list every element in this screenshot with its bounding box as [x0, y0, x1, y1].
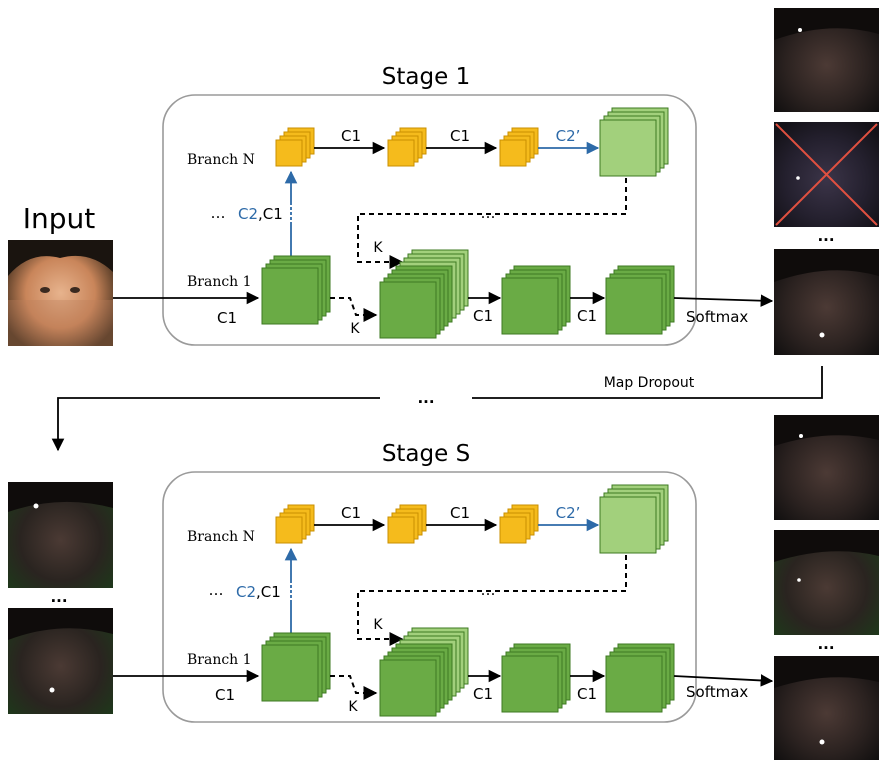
- concat-block: [379, 249, 469, 339]
- softmax-label: Softmax: [686, 308, 748, 326]
- stage-1-output-map-1: [774, 8, 879, 112]
- stage-s-input-map-1: [8, 482, 113, 588]
- map-dropout-label: Map Dropout: [604, 375, 695, 391]
- label-c1: C1: [450, 127, 470, 145]
- conv-block-b: [605, 643, 675, 713]
- input-label: Input: [23, 202, 96, 235]
- branch-n-block-1: [275, 504, 315, 544]
- stage-s-output-map-n: [774, 656, 879, 760]
- stage-s-input-ellipsis: ...: [50, 588, 67, 606]
- label-k: K: [373, 617, 383, 633]
- dropout-cross-line: [775, 123, 878, 226]
- stage-s-content: C1 C1 C2’ Branch N Branch 1 … C2 ,C1 C1 …: [113, 484, 774, 717]
- label-c2-prime: C2’: [556, 504, 581, 522]
- label-c1: C1: [473, 685, 493, 703]
- concat-block: [379, 627, 469, 717]
- branch-ellipsis: …: [211, 204, 226, 222]
- stage-s-output-ellipsis: ...: [817, 635, 834, 653]
- dashed-k-arrow: [330, 297, 378, 322]
- return-ellipsis: …: [481, 581, 496, 599]
- label-k: K: [373, 240, 383, 256]
- label-c1: C1: [215, 686, 235, 704]
- stage-1-output-ellipsis: ...: [817, 227, 834, 245]
- conv-block-a: [501, 265, 571, 335]
- stage-1-output-map-dropped: [774, 122, 879, 227]
- label-comma-c1: ,C1: [258, 205, 283, 223]
- map-dropout-path-right: [472, 366, 823, 399]
- label-c1: C1: [450, 504, 470, 522]
- label-comma-c1: ,C1: [256, 583, 281, 601]
- branch-n-block-3: [499, 127, 539, 167]
- stage-s-input-map-n: [8, 608, 113, 714]
- stage-s-box: [162, 471, 697, 723]
- branch-n-block-2: [387, 127, 427, 167]
- branch-1-block: [261, 255, 331, 325]
- label-c1: C1: [577, 307, 597, 325]
- label-c1: C1: [341, 127, 361, 145]
- stage-s-output-map-2: [774, 530, 879, 635]
- input-face-image: [8, 240, 113, 346]
- conv-block-a: [501, 643, 571, 713]
- stage-1-box: [162, 94, 697, 346]
- stage-1-output-map-n: [774, 249, 879, 355]
- label-c1: C1: [577, 685, 597, 703]
- branch-n-block-3: [499, 504, 539, 544]
- map-dropout-path-left: [51, 397, 380, 452]
- label-c1: C1: [217, 309, 237, 327]
- label-k: K: [348, 699, 358, 715]
- label-c2: C2: [236, 583, 256, 601]
- stage-1-content: C1 C1 C2’ Branch N Branch 1 … C2 ,C1 C1 …: [113, 107, 774, 339]
- dashed-k-arrow: [330, 675, 378, 700]
- label-c2-prime: C2’: [556, 127, 581, 145]
- softmax-arrow: [673, 294, 774, 307]
- branch-n-block-2: [387, 504, 427, 544]
- softmax-arrow: [673, 674, 774, 687]
- branch-1-block: [261, 632, 331, 702]
- branch-1-label: Branch 1: [187, 274, 252, 290]
- stage-s-output-map-1: [774, 415, 879, 520]
- label-c1: C1: [473, 307, 493, 325]
- branch-ellipsis: …: [209, 581, 224, 599]
- return-ellipsis: …: [481, 204, 496, 222]
- branch-n-output-block: [599, 484, 669, 554]
- stage-s-title: Stage S: [382, 441, 470, 467]
- map-dropout-ellipsis: ...: [417, 389, 434, 407]
- branch-n-label: Branch N: [187, 152, 255, 168]
- branch-1-label: Branch 1: [187, 652, 252, 668]
- branch-n-label: Branch N: [187, 529, 255, 545]
- branch-n-block-1: [275, 127, 315, 167]
- conv-block-b: [605, 265, 675, 335]
- label-c1: C1: [341, 504, 361, 522]
- label-k: K: [350, 321, 360, 337]
- label-c2: C2: [238, 205, 258, 223]
- stage-1-title: Stage 1: [382, 64, 470, 90]
- softmax-label: Softmax: [686, 683, 748, 701]
- branch-n-output-block: [599, 107, 669, 177]
